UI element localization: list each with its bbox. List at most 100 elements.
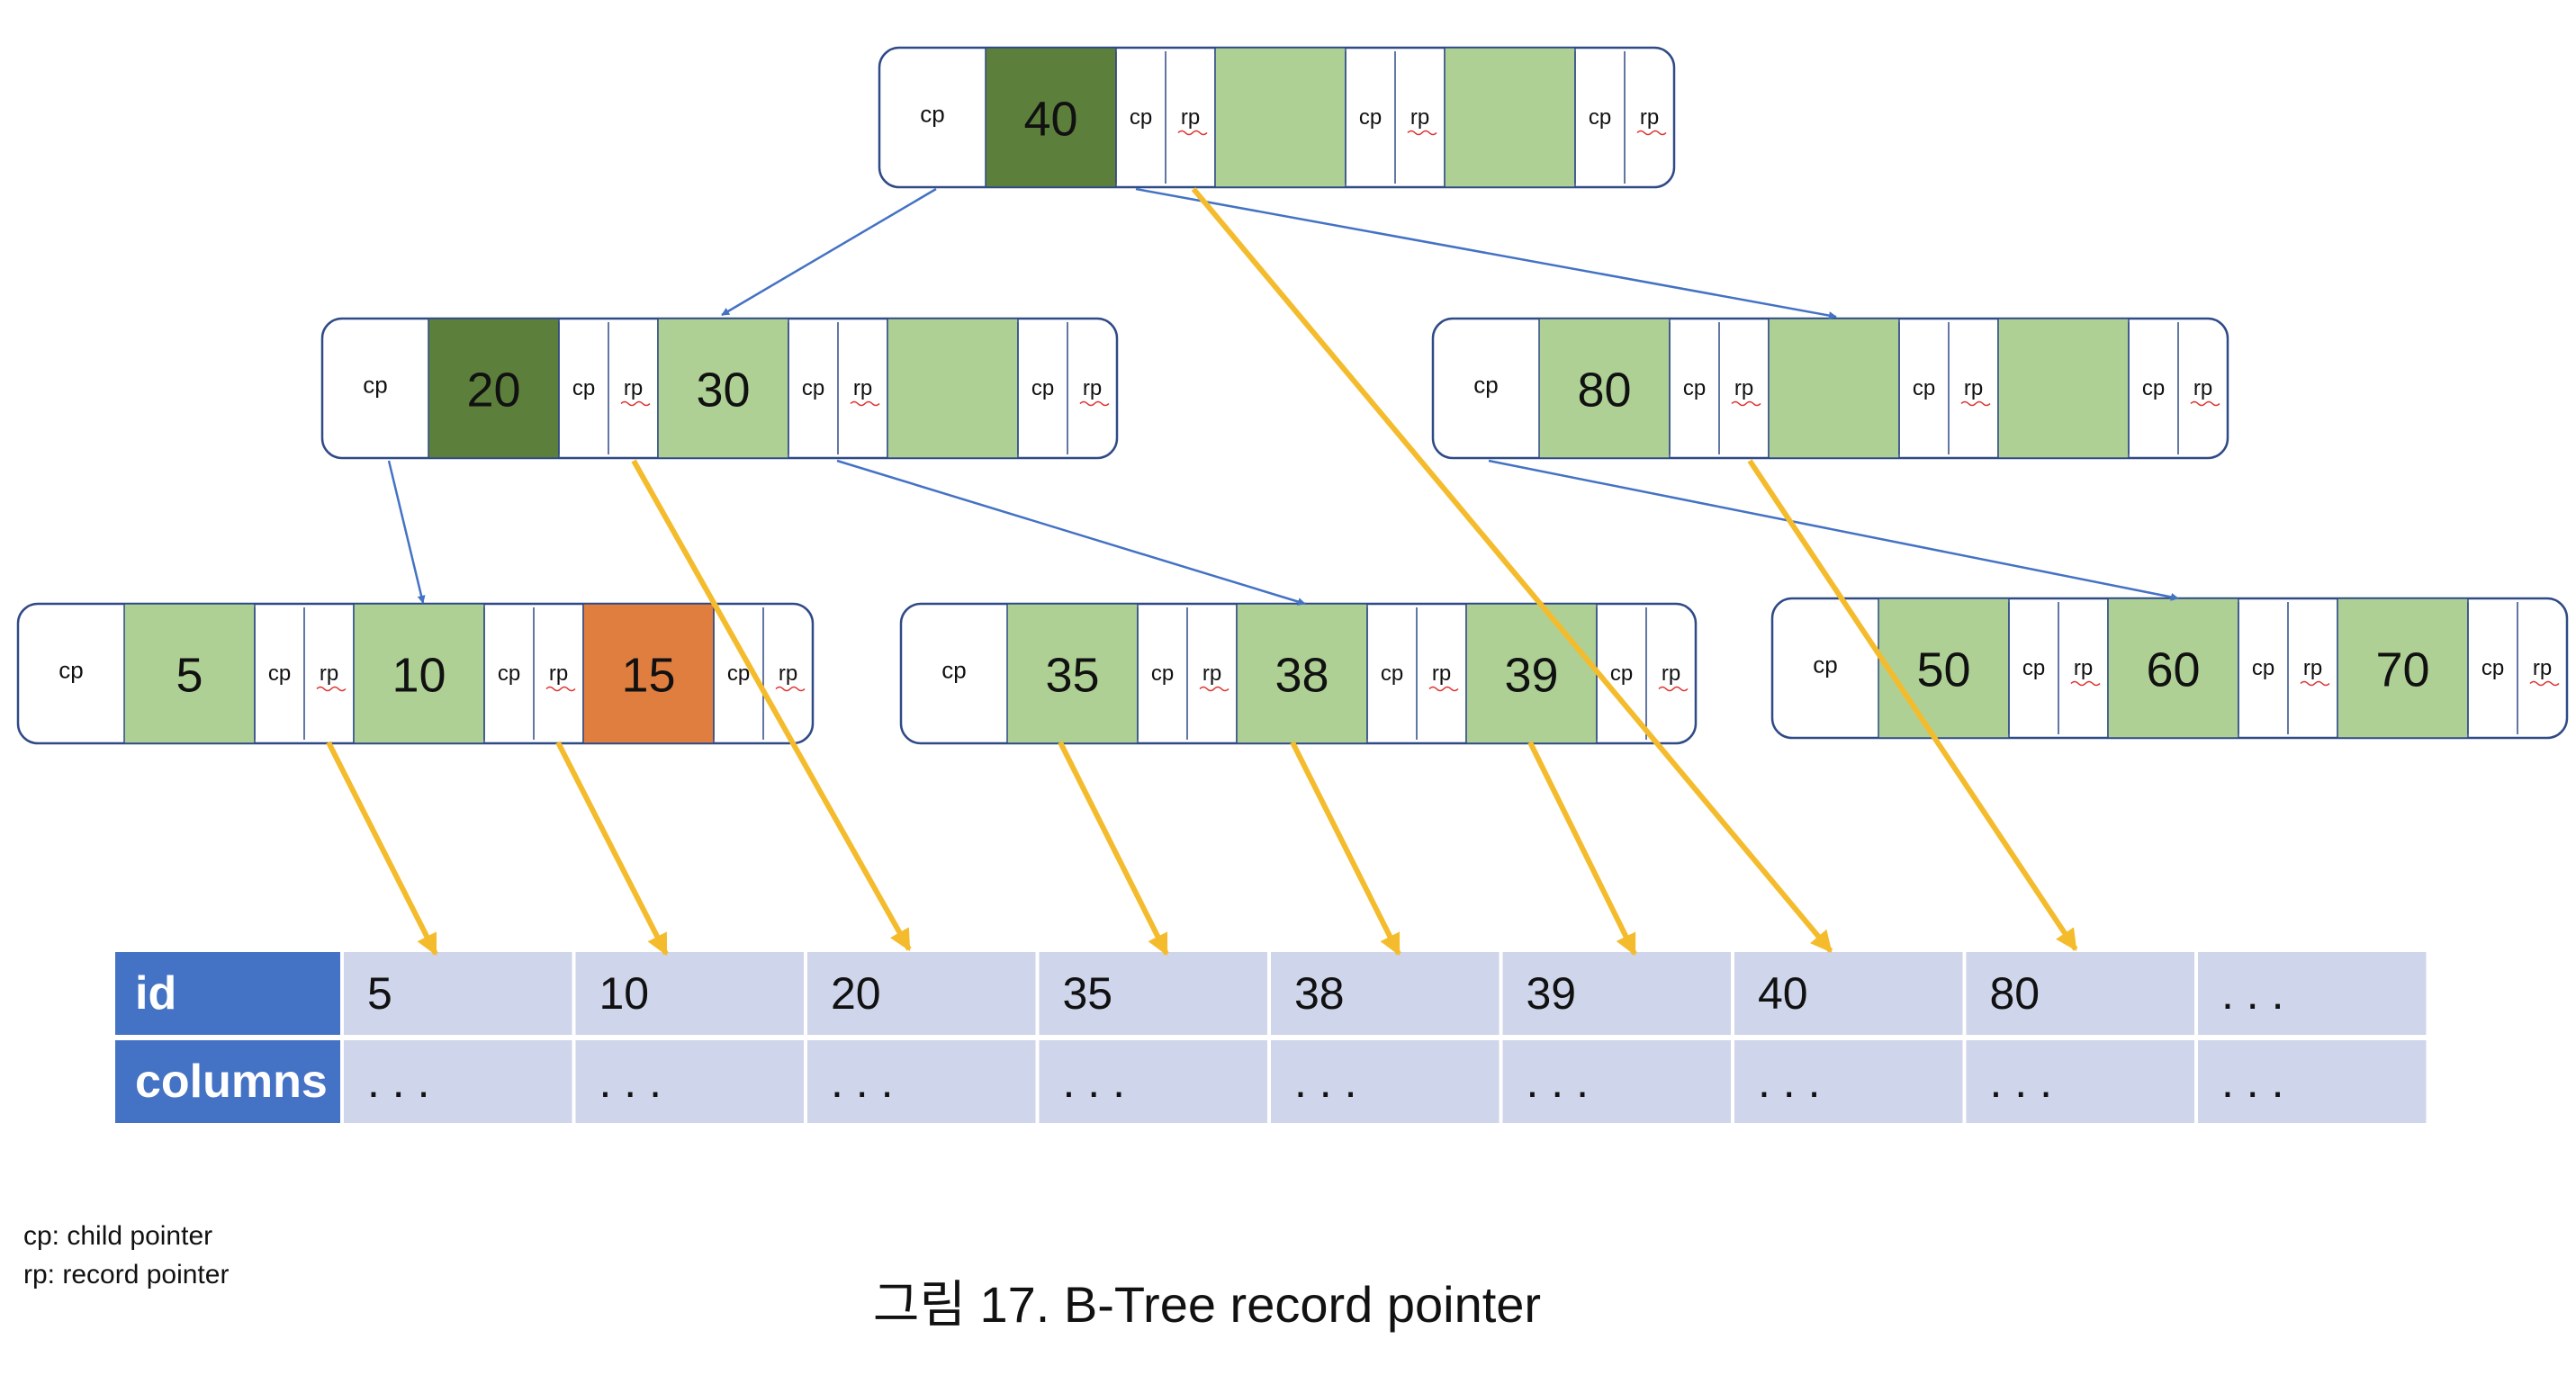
cp-label: cp [1610,661,1633,686]
key-value: 35 [1045,649,1099,703]
key-cell [1878,598,2010,739]
record-pointer-arrow-35 [1058,741,1169,957]
table-cell [1271,952,1500,1035]
cp-label: cp [1589,105,1611,130]
cp-label: cp [1151,661,1174,686]
cp-label: cp [2022,656,2045,680]
rp-label: rp [1734,376,1753,400]
spellcheck-underline [1079,400,1110,407]
table-id-cell: 35 [1063,968,1113,1019]
key-cell [1236,603,1368,744]
cp-label: cp [498,661,520,686]
cp-label: cp [802,376,824,400]
table-cell [1039,952,1267,1035]
spellcheck-underline [850,400,880,407]
key-cell [1006,603,1139,744]
child-pointer-arrow-root-to-right [1135,187,1837,319]
rp-label: rp [2303,656,2322,680]
table-cell [2198,952,2427,1035]
spellcheck-underline [2190,400,2220,407]
spellcheck-underline [545,686,576,692]
legend-cp: cp: child pointer [23,1221,213,1251]
table-columns-cell: . . . [1990,1056,2052,1107]
key-value: 38 [1274,649,1329,703]
key-cell [1444,47,1576,188]
table-cell [1502,952,1731,1035]
spellcheck-underline [1636,130,1667,136]
cp-label: cp [1381,661,1403,686]
rp-label: rp [1964,376,1983,400]
rp-label: rp [1662,661,1680,686]
cp-label: cp [2142,376,2165,400]
table-header-columns: columns [135,1056,328,1108]
table-cell [1734,952,1963,1035]
cp-label: cp [1813,652,1837,679]
record-pointer-arrow-38 [1290,741,1401,957]
key-value: 70 [2375,643,2429,697]
spellcheck-underline [775,686,806,692]
rp-label: rp [1202,661,1221,686]
spellcheck-underline [1658,686,1689,692]
key-cell [887,318,1019,459]
cp-label: cp [1031,376,1054,400]
table-cell [1734,1040,1963,1123]
key-cell [353,603,485,744]
record-pointer-arrow-10 [555,741,669,957]
rp-label: rp [320,661,338,686]
table-columns-cell: . . . [1527,1056,1589,1107]
figure-caption-wrapper: 그림 17. B-Tree record pointer [0,1264,2576,1337]
table-cell [1966,1040,2194,1123]
table-header-id: id [135,967,176,1020]
cp-label: cp [363,372,387,399]
key-value: 39 [1504,649,1558,703]
key-cell [123,603,256,744]
spellcheck-underline [1428,686,1459,692]
table-id-cell: 40 [1758,968,1808,1019]
spellcheck-underline [2070,680,2101,687]
spellcheck-underline [1199,686,1229,692]
rp-label: rp [1181,105,1200,130]
rp-label: rp [853,376,872,400]
table-cell [1502,1040,1731,1123]
spellcheck-underline [620,400,651,407]
key-value: 60 [2146,643,2200,697]
record-pointer-arrow-40 [1191,187,1833,953]
rp-label: rp [2533,656,2552,680]
child-pointer-arrow-right-to-leaf3 [1488,459,2179,601]
key-value: 80 [1577,364,1631,418]
table-columns-cell: . . . [2221,1056,2283,1107]
key-value: 5 [176,649,203,703]
legend: cp: child pointer rp: record pointer [23,1217,229,1294]
table-cell [575,952,804,1035]
cp-label: cp [572,376,595,400]
table-cell [807,952,1036,1035]
table-columns-cell: . . . [1063,1056,1125,1107]
table-cell [575,1040,804,1123]
rp-label: rp [1410,105,1429,130]
table-header-cell [115,1040,340,1123]
spellcheck-underline [1731,400,1761,407]
table-cell [1271,1040,1500,1123]
cp-label: cp [59,657,83,684]
rp-label: rp [1640,105,1659,130]
table-cell [344,1040,572,1123]
rp-label: rp [624,376,643,400]
key-cell [985,47,1117,188]
record-pointer-arrow-20 [631,459,912,952]
spellcheck-underline [2300,680,2330,687]
child-pointer-arrow-root-to-left [721,187,937,317]
record-pointer-arrow-5 [326,741,438,957]
rp-label: rp [2193,376,2212,400]
child-pointer-arrow-left-to-leaf2 [836,459,1306,606]
rp-label: rp [779,661,797,686]
cp-label: cp [2481,656,2504,680]
table-columns-cell: . . . [1294,1056,1356,1107]
table-cell [1039,1040,1267,1123]
rp-label: rp [549,661,568,686]
spellcheck-underline [1960,400,1991,407]
